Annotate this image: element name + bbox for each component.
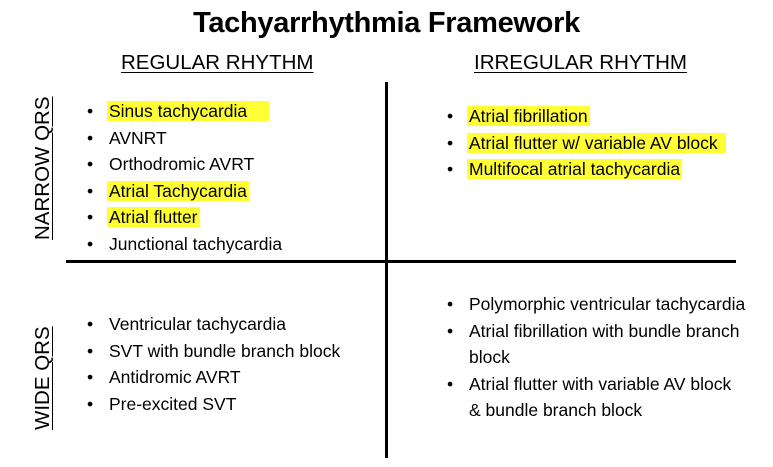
row-header-wide-qrs: WIDE QRS (31, 326, 54, 430)
list-item: Atrial fibrillation (447, 103, 747, 130)
quadrant-wide-irregular: Polymorphic ventricular tachycardia Atri… (447, 291, 747, 424)
highlighted-text: Sinus tachycardia (107, 101, 270, 121)
list-item: Pre-excited SVT (87, 391, 383, 418)
list-item: Antidromic AVRT (87, 364, 383, 391)
vertical-divider (385, 82, 388, 458)
list-item: Atrial flutter with variable AV block & … (447, 371, 747, 424)
list-item: AVNRT (87, 125, 383, 152)
list-item: Polymorphic ventricular tachycardia (447, 291, 747, 318)
item-text: Junctional tachycardia (109, 233, 283, 254)
list-item: Ventricular tachycardia (87, 311, 383, 338)
horizontal-divider (66, 260, 736, 263)
item-text: AVNRT (109, 127, 167, 148)
item-text: Antidromic AVRT (109, 367, 241, 387)
list-item: Atrial Tachycardia (87, 178, 383, 205)
highlighted-text: Atrial flutter w/ variable AV block (467, 132, 726, 153)
item-text: Polymorphic ventricular tachycardia (469, 294, 746, 314)
diagram-title: Tachyarrhythmia Framework (193, 7, 580, 39)
list-item: Atrial flutter w/ variable AV block (447, 130, 747, 157)
list-item: SVT with bundle branch block (87, 338, 383, 365)
item-text: Atrial flutter with variable AV block & … (469, 373, 732, 421)
item-text: SVT with bundle branch block (109, 340, 341, 361)
list-item: Atrial flutter (87, 204, 383, 231)
quadrant-narrow-irregular: Atrial fibrillation Atrial flutter w/ va… (447, 103, 747, 183)
list-item: Orthodromic AVRT (87, 151, 383, 178)
column-header-regular-rhythm: REGULAR RHYTHM (121, 51, 314, 74)
quadrant-wide-regular: Ventricular tachycardia SVT with bundle … (87, 311, 383, 417)
item-text: Ventricular tachycardia (109, 314, 287, 334)
item-text: Atrial fibrillation with bundle branch b… (469, 320, 740, 368)
item-text: Orthodromic AVRT (109, 154, 255, 174)
column-header-irregular-rhythm: IRREGULAR RHYTHM (474, 51, 687, 74)
quadrant-narrow-regular: Sinus tachycardia AVNRT Orthodromic AVRT… (87, 98, 383, 257)
list-item: Junctional tachycardia (87, 231, 383, 258)
highlighted-text: Atrial Tachycardia (107, 180, 249, 201)
list-item: Multifocal atrial tachycardia (447, 156, 747, 183)
item-text: Pre-excited SVT (109, 393, 237, 414)
highlighted-text: Atrial flutter (107, 207, 200, 227)
list-item: Sinus tachycardia (87, 98, 383, 125)
highlighted-text: Multifocal atrial tachycardia (467, 159, 683, 179)
list-item: Atrial fibrillation with bundle branch b… (447, 318, 747, 371)
highlighted-text: Atrial fibrillation (467, 106, 590, 126)
row-header-narrow-qrs: NARROW QRS (31, 96, 54, 241)
